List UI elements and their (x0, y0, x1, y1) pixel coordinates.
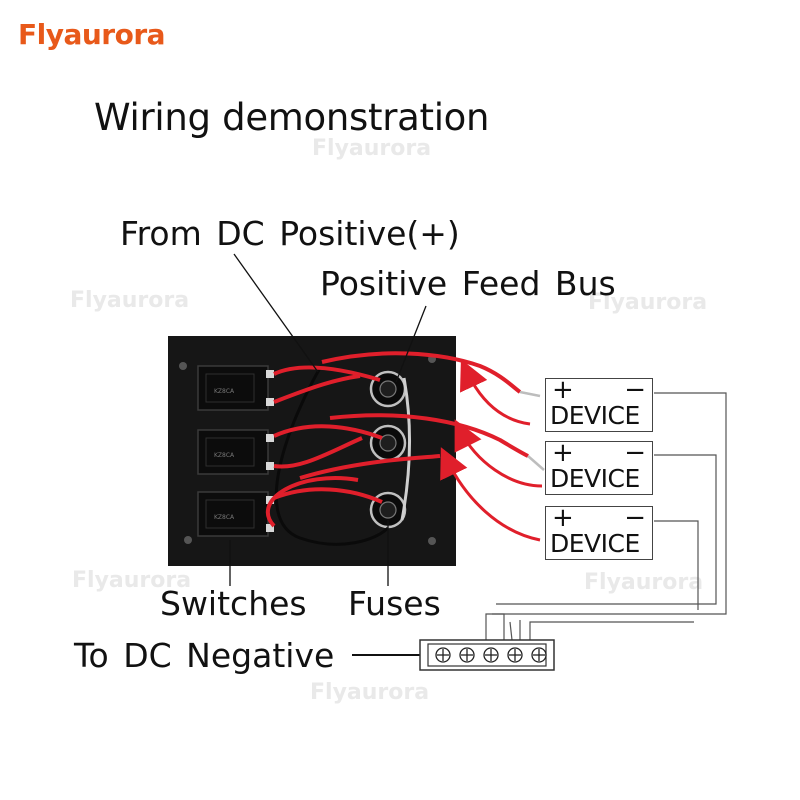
red-wire (273, 424, 383, 440)
callout-line (233, 253, 319, 373)
label-positive-feed-bus: Positive Feed Bus (320, 264, 616, 303)
watermark: Flyaurora (72, 568, 192, 593)
black-wire (274, 367, 390, 546)
red-wire (273, 487, 383, 504)
device-box: + − DEVICE (545, 503, 653, 560)
switch: KZ8CA (197, 491, 274, 537)
switch-marking: KZ8CA (214, 388, 235, 395)
switch-marking: KZ8CA (214, 514, 235, 521)
brand-logo: Flyaurora (18, 18, 166, 51)
label-from-dc-positive: From DC Positive(+) (120, 214, 460, 253)
wire-tip (527, 455, 545, 471)
device-label: DEVICE (550, 529, 640, 558)
minus-sign: − (624, 503, 646, 533)
watermark: Flyaurora (312, 136, 432, 161)
red-arrow (460, 359, 531, 426)
plus-sign: + (552, 503, 574, 533)
red-arrow (440, 447, 541, 542)
panel-screw-hole (179, 362, 187, 370)
negative-wires (485, 392, 727, 641)
red-wire (273, 436, 363, 469)
device-box: + − DEVICE (545, 375, 653, 432)
watermark: Flyaurora (310, 680, 430, 705)
panel-screw-hole (184, 536, 192, 544)
switch: KZ8CA (197, 365, 274, 411)
minus-sign: − (624, 438, 646, 468)
fuse-holder (369, 424, 407, 462)
watermark: Flyaurora (588, 290, 708, 315)
plus-sign: + (552, 438, 574, 468)
device-label: DEVICE (550, 401, 640, 430)
label-to-dc-negative: To DC Negative (74, 636, 335, 675)
red-wire (273, 374, 361, 404)
red-wire (299, 454, 441, 480)
minus-sign: − (624, 375, 646, 405)
negative-terminal-block (419, 639, 555, 671)
device-box: + − DEVICE (545, 438, 653, 495)
watermark: Flyaurora (584, 570, 704, 595)
label-switches: Switches (160, 584, 307, 623)
page-title: Wiring demonstration (94, 96, 490, 139)
switch: KZ8CA (197, 429, 274, 475)
device-label: DEVICE (550, 464, 640, 493)
positive-feed-bus (400, 377, 411, 521)
label-fuses: Fuses (348, 584, 441, 623)
watermark: Flyaurora (70, 288, 190, 313)
panel-screw-hole (428, 537, 436, 545)
callout-line (395, 305, 427, 383)
red-arrow (454, 419, 543, 488)
plus-sign: + (552, 375, 574, 405)
red-wire (329, 413, 529, 458)
red-wire (265, 476, 359, 528)
red-wire (273, 365, 381, 382)
wire-tip (519, 390, 541, 398)
switch-marking: KZ8CA (214, 452, 235, 459)
